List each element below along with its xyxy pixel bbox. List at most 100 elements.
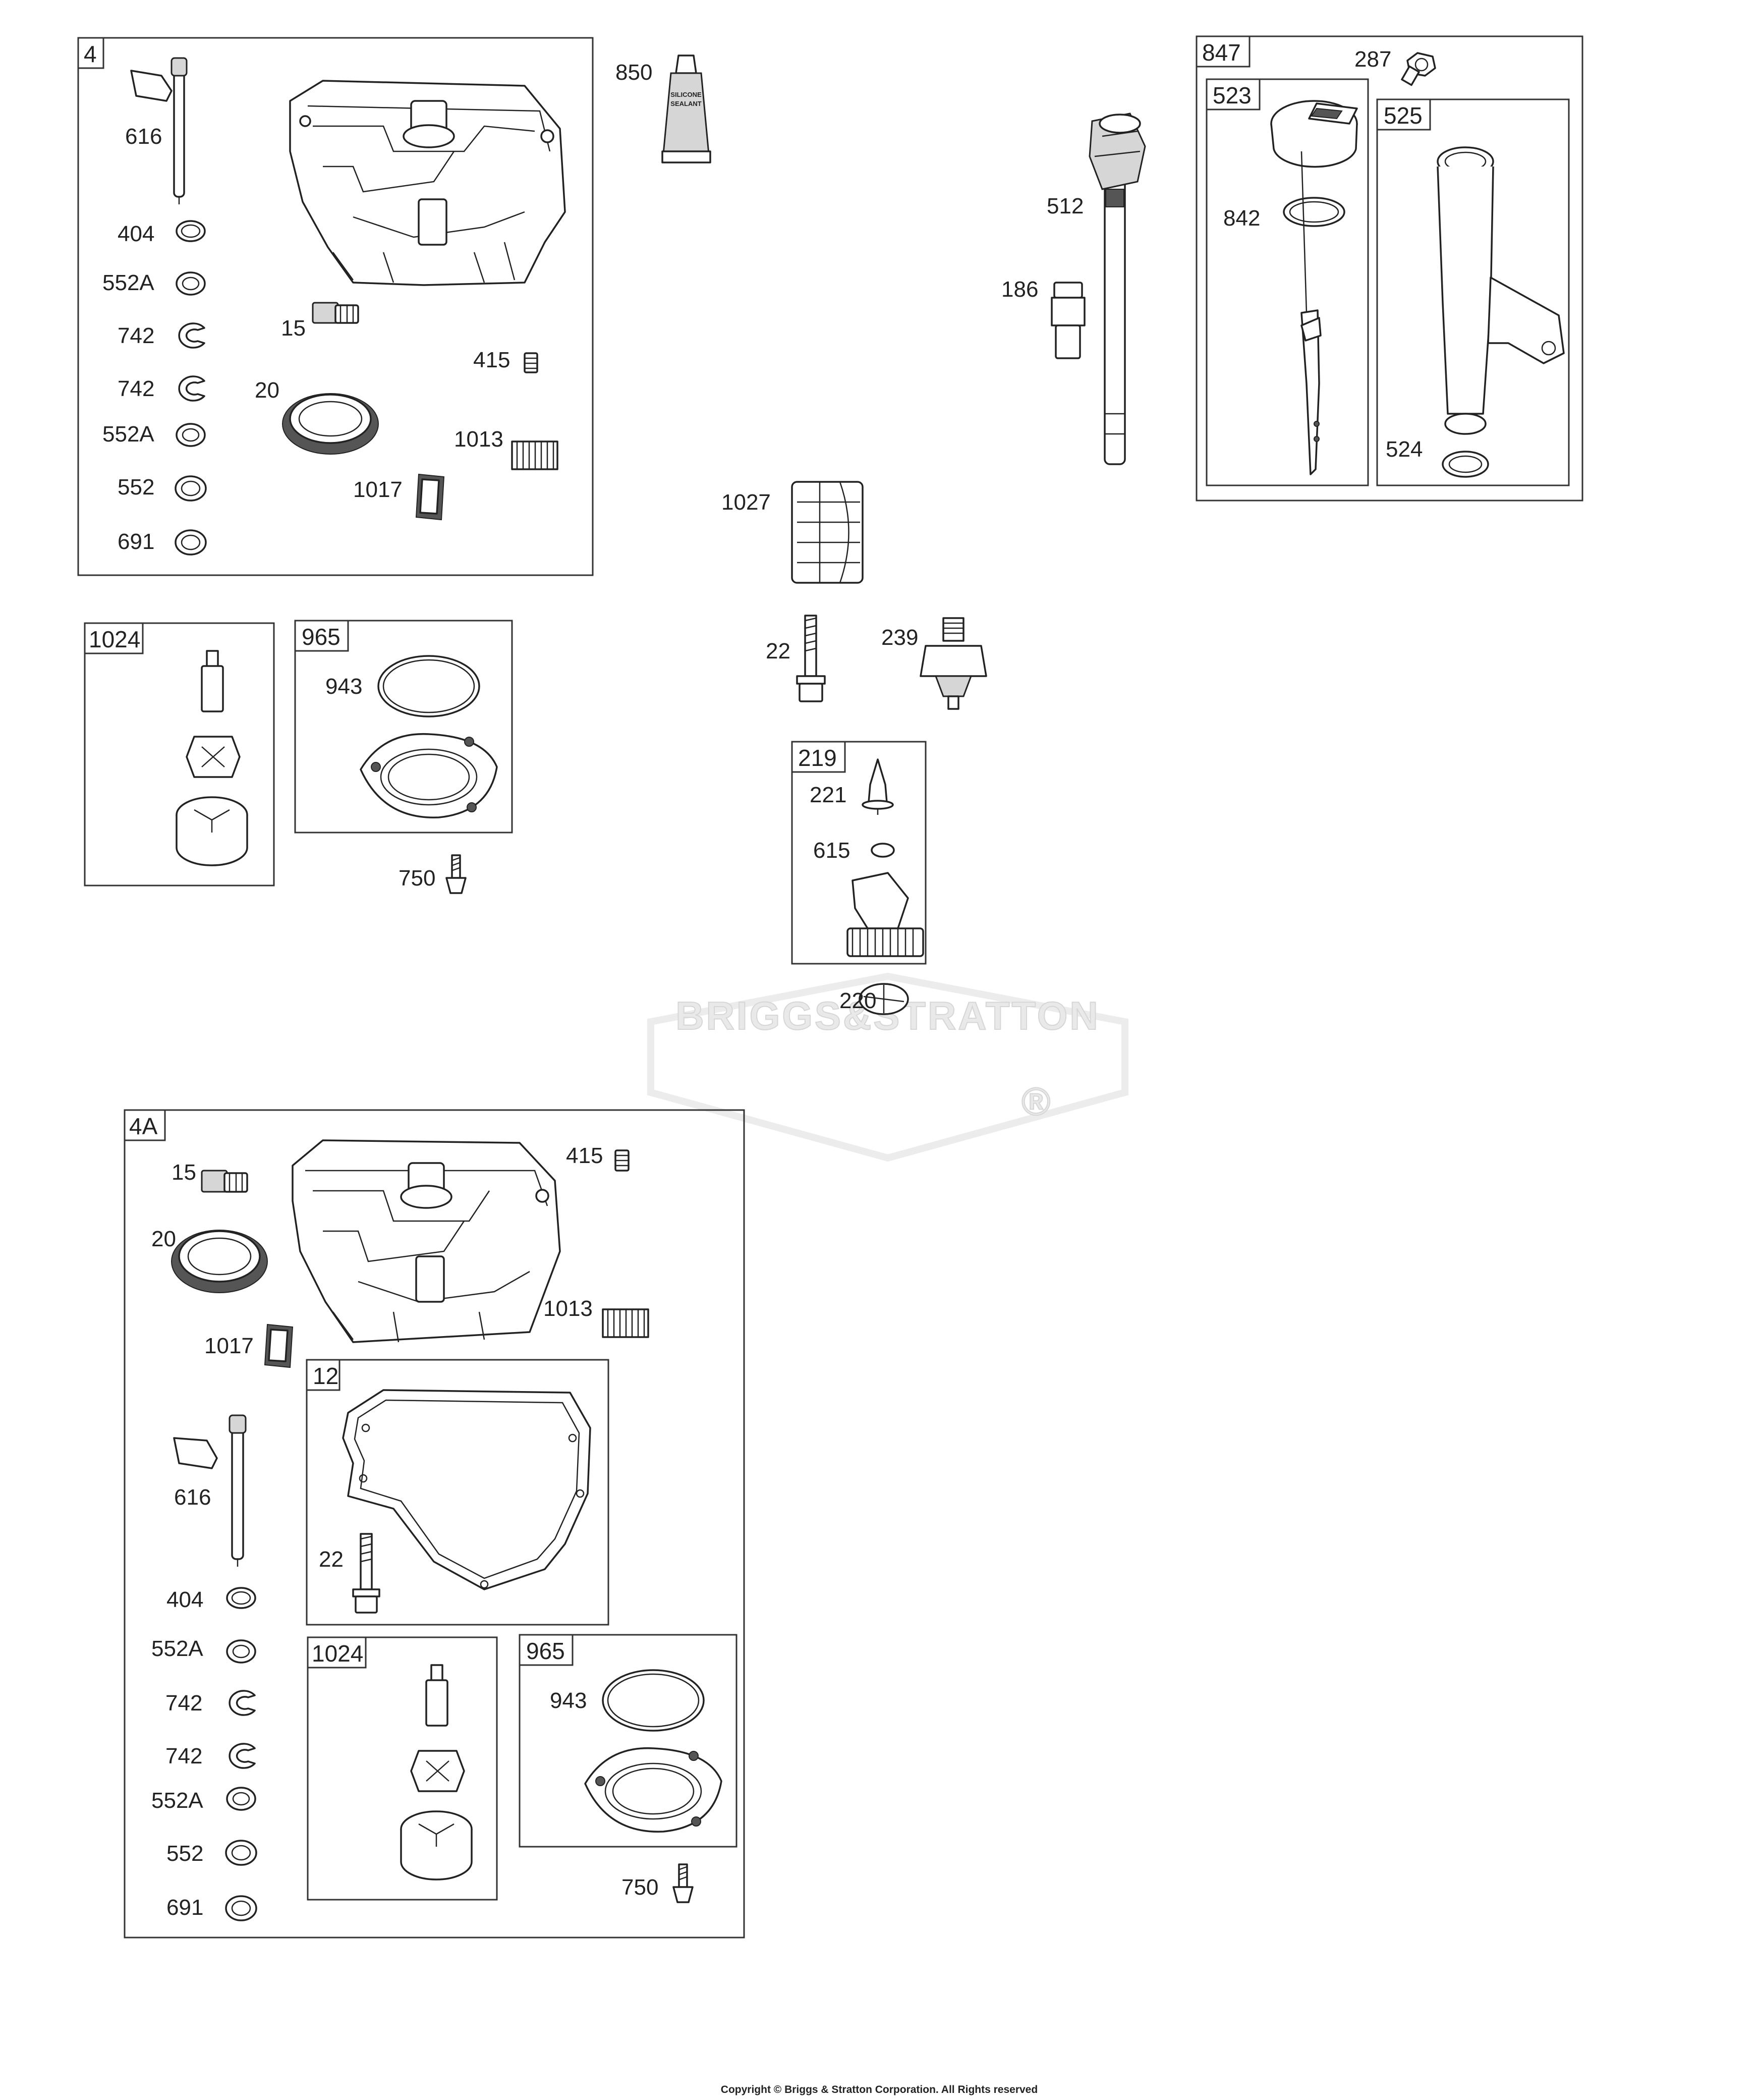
callout-220: 220 [839, 988, 876, 1013]
callout-552A: 552A [151, 1788, 203, 1813]
callout-20: 20 [151, 1227, 176, 1251]
group-965-bottom: 965 943 [519, 1634, 737, 1848]
plug-415 [524, 352, 538, 373]
gear-disc-220 [859, 983, 909, 1015]
group-1024-label: 1024 [89, 626, 140, 652]
callout-1027: 1027 [721, 490, 771, 515]
group-525-label: 525 [1384, 102, 1423, 129]
callout-186: 186 [1001, 277, 1038, 302]
callout-415: 415 [473, 348, 510, 372]
callout-524: 524 [1386, 437, 1423, 462]
group-1024-bottom: 1024 [307, 1636, 498, 1901]
group-4A: 4A 15 20 415 [124, 1109, 745, 1939]
small-parts-column-b [225, 1587, 257, 1921]
group-4A-label: 4A [129, 1113, 158, 1139]
oil-seal-20-4A [171, 1230, 268, 1293]
dipstick-tube-512 [1089, 113, 1146, 465]
callout-239: 239 [881, 625, 918, 650]
callout-616: 616 [174, 1485, 211, 1510]
callout-742: 742 [118, 323, 154, 348]
callout-1013: 1013 [543, 1296, 593, 1321]
oil-pump-parts [176, 650, 248, 866]
callout-404: 404 [166, 1587, 203, 1612]
group-219-label: 219 [798, 745, 837, 771]
group-965-label: 965 [526, 1638, 565, 1664]
callout-943: 943 [550, 1688, 587, 1713]
clip-1017-4A [264, 1323, 294, 1368]
screw-750-4A [672, 1863, 694, 1903]
group-219: 219 221 615 [791, 741, 927, 965]
callout-1017: 1017 [353, 477, 403, 502]
callout-750: 750 [621, 1875, 658, 1900]
oil-filter-gasket-parts-4A [584, 1669, 722, 1833]
group-1024-label: 1024 [312, 1640, 363, 1667]
group-523-label: 523 [1213, 82, 1252, 108]
tube-text-line-1: SILICONE [670, 91, 702, 98]
dowel-1013-4A [602, 1308, 649, 1338]
callout-742: 742 [165, 1691, 202, 1716]
drain-plug-15-4A [201, 1170, 248, 1193]
bolt-22-top [796, 615, 826, 702]
group-4-label: 4 [84, 41, 97, 67]
callout-552: 552 [166, 1841, 203, 1866]
callout-552A: 552A [102, 270, 154, 295]
group-847-label: 847 [1202, 39, 1241, 66]
dipstick-842 [1270, 100, 1358, 475]
oil-fill-tube-524 [1437, 146, 1565, 478]
callout-616: 616 [125, 124, 162, 149]
oil-pump-parts-4A [400, 1664, 473, 1881]
sensor-239 [920, 617, 987, 710]
callout-615: 615 [813, 838, 850, 863]
screw-287 [1401, 52, 1436, 86]
group-4: 4 616 [77, 37, 594, 576]
screw-750-top [445, 854, 467, 894]
fitting-186 [1051, 282, 1086, 359]
callout-15: 15 [281, 316, 306, 341]
oil-seal-20 [282, 393, 379, 455]
group-12: 12 22 [306, 1359, 609, 1626]
callout-20: 20 [255, 378, 279, 403]
gasket-12 [342, 1389, 591, 1590]
callout-943: 943 [325, 674, 362, 699]
dowel-1013 [511, 440, 558, 470]
engine-sump-casting-4A [292, 1139, 561, 1343]
group-965-top: 965 [294, 620, 513, 834]
callout-742: 742 [165, 1744, 202, 1769]
oil-filter-gasket-parts [360, 655, 498, 818]
callout-842: 842 [1223, 206, 1260, 231]
callout-22: 22 [766, 639, 790, 664]
callout-552: 552 [118, 475, 154, 500]
callout-415: 415 [566, 1143, 603, 1168]
callout-552A: 552A [151, 1636, 203, 1661]
callout-1013: 1013 [454, 427, 503, 452]
plug-415-4A [614, 1149, 630, 1172]
callout-512: 512 [1047, 194, 1084, 218]
callout-15: 15 [172, 1160, 196, 1185]
bolt-22-4A [352, 1533, 380, 1614]
callout-750: 750 [399, 866, 435, 891]
drain-plug-15 [312, 302, 359, 324]
group-965-label: 965 [302, 624, 341, 650]
callout-742: 742 [118, 376, 154, 401]
sealant-tube-850: SILICONE SEALANT [661, 54, 711, 163]
small-parts-column-a [175, 220, 207, 556]
governor-gear-parts [846, 758, 924, 957]
callout-22: 22 [319, 1547, 344, 1572]
group-12-label: 12 [313, 1363, 338, 1389]
group-847: 847 287 523 842 525 [1196, 35, 1583, 502]
governor-shaft-616 [130, 57, 188, 204]
oil-filter-1027 [791, 481, 864, 584]
callout-221: 221 [810, 783, 846, 807]
clip-1017 [415, 473, 445, 521]
callout-691: 691 [118, 529, 154, 554]
watermark-registered-mark: ® [1022, 1079, 1052, 1124]
group-1024-top: 1024 [84, 622, 275, 887]
callout-404: 404 [118, 222, 154, 246]
callout-1017: 1017 [204, 1334, 254, 1358]
engine-sump-casting [289, 80, 566, 286]
copyright-notice: Copyright © Briggs & Stratton Corporatio… [721, 2084, 1038, 2095]
tube-text-line-2: SEALANT [670, 100, 701, 107]
callout-287: 287 [1354, 47, 1391, 72]
